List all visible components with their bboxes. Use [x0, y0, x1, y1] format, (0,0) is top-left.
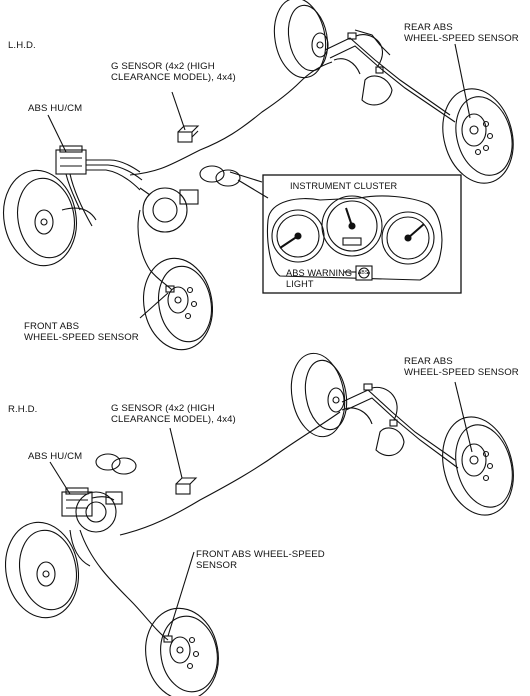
- rhd-abs-hu-cm-icon: [61, 487, 115, 517]
- rhd-rear-sensor-label: REAR ABS WHEEL-SPEED SENSOR: [404, 356, 519, 378]
- abs-warning-light-label: ABS WARNING LIGHT: [286, 268, 353, 289]
- rhd-rear-right-wheel-icon: [442, 416, 514, 516]
- gauge-icon: [271, 209, 325, 263]
- rhd-rear-harness: [119, 411, 341, 536]
- lhd-rear-left-wheel-icon: [273, 0, 329, 79]
- rhd-section-label: R.H.D.: [8, 404, 38, 415]
- lhd-rear-sensor-label: REAR ABS WHEEL-SPEED SENSOR: [404, 22, 519, 44]
- lhd-section: [3, 0, 514, 351]
- lhd-front-sensor-leader: [139, 292, 169, 319]
- fuel-temp-gauge-icon: [381, 211, 435, 265]
- rhd-rear-left-wheel-icon: [290, 352, 348, 438]
- lhd-rear-sensor-leader: [454, 43, 471, 119]
- rhd-abs-hu-label: ABS HU/CM: [28, 451, 83, 462]
- lhd-front-left-wheel-icon: [3, 169, 97, 267]
- lhd-dash-outline: [199, 165, 241, 187]
- lhd-rear-sensor-icon: [347, 32, 384, 74]
- lhd-rear-right-wheel-icon: [442, 88, 514, 184]
- lhd-g-sensor-leader: [171, 91, 186, 131]
- lhd-front-sensor-label: FRONT ABS WHEEL-SPEED SENSOR: [24, 321, 139, 343]
- abs-warning-light-icon: [355, 265, 373, 281]
- lhd-section-label: L.H.D.: [8, 40, 36, 51]
- lhd-g-sensor-label: G SENSOR (4x2 (HIGH CLEARANCE MODEL), 4x…: [111, 61, 236, 83]
- rhd-section: [5, 352, 514, 696]
- lhd-front-harness: [137, 209, 173, 291]
- lhd-abs-hu-label: ABS HU/CM: [28, 103, 83, 114]
- lhd-abs-hu-cm-icon: [55, 145, 143, 227]
- abs-warning-light-text: ABS: [358, 270, 369, 276]
- instrument-cluster-title: INSTRUMENT CLUSTER: [290, 181, 398, 191]
- lhd-front-right-wheel-icon: [143, 257, 213, 351]
- instrument-cluster-box: [262, 174, 462, 294]
- rhd-front-sensor-label: FRONT ABS WHEEL-SPEED SENSOR: [196, 549, 325, 571]
- rhd-rear-sensor-icon: [363, 383, 398, 427]
- lhd-rear-axle: [324, 29, 456, 123]
- rhd-front-sensor-icon: [163, 635, 173, 643]
- lhd-front-sensor-icon: [165, 285, 175, 293]
- speedometer-icon: [321, 195, 383, 257]
- rhd-front-sensor-leader: [167, 551, 195, 637]
- rhd-abs-hu-leader: [49, 461, 71, 495]
- rhd-g-sensor-icon: [175, 477, 198, 495]
- rhd-front-harness: [79, 529, 169, 641]
- lhd-abs-hu-leader: [47, 114, 67, 153]
- rhd-dash-outline: [95, 453, 137, 475]
- rhd-rear-sensor-leader: [454, 381, 473, 453]
- lhd-rear-harness: [129, 61, 333, 176]
- lhd-g-sensor-icon: [177, 125, 200, 143]
- lhd-brake-booster: [139, 187, 199, 233]
- rhd-g-sensor-leader: [169, 427, 183, 479]
- instrument-cluster-outline: [266, 195, 443, 281]
- rhd-front-left-wheel-icon: [5, 521, 79, 619]
- rhd-front-right-wheel-icon: [145, 607, 219, 696]
- rhd-g-sensor-label: G SENSOR (4x2 (HIGH CLEARANCE MODEL), 4x…: [111, 403, 236, 425]
- rhd-rear-axle: [341, 389, 459, 469]
- rhd-brake-booster: [75, 491, 123, 533]
